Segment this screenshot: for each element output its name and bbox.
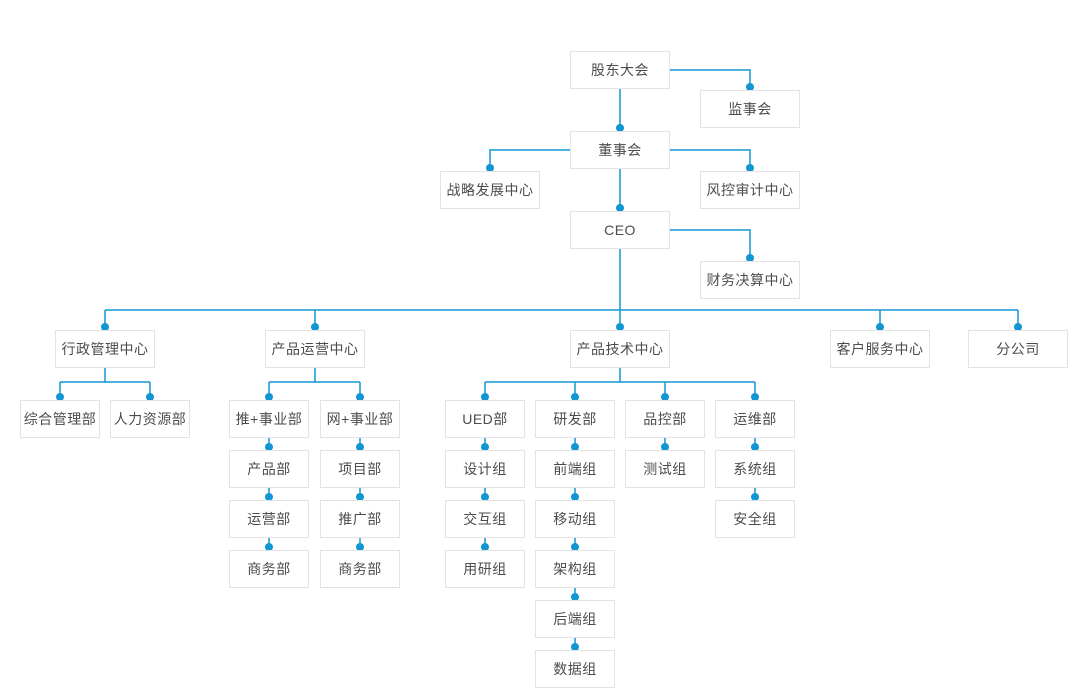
org-node-label: 后端组	[553, 611, 597, 627]
org-node-security-team: 安全组	[715, 500, 795, 538]
org-node-label: 战略发展中心	[446, 182, 534, 198]
org-node-mobile-team: 移动组	[535, 500, 615, 538]
org-node-label: 数据组	[553, 661, 597, 677]
org-node-promotion-dept: 推广部	[320, 500, 400, 538]
org-node-product-dept: 产品部	[229, 450, 309, 488]
org-node-label: 客户服务中心	[836, 341, 924, 357]
org-node-rd-dept: 研发部	[535, 400, 615, 438]
org-node-label: 产品部	[247, 461, 291, 477]
org-node-shareholders-meeting: 股东大会	[570, 51, 670, 89]
org-node-business-dept-2: 商务部	[320, 550, 400, 588]
org-node-operation-dept: 运营部	[229, 500, 309, 538]
org-node-label: 行政管理中心	[61, 341, 149, 357]
org-node-label: 测试组	[643, 461, 687, 477]
org-node-risk-audit-center: 风控审计中心	[700, 171, 800, 209]
org-node-finance-center: 财务决算中心	[700, 261, 800, 299]
org-node-tui-division: 推+事业部	[229, 400, 309, 438]
org-node-label: 财务决算中心	[706, 272, 794, 288]
org-node-label: CEO	[604, 222, 636, 238]
org-node-architecture-team: 架构组	[535, 550, 615, 588]
org-node-board-of-directors: 董事会	[570, 131, 670, 169]
org-node-project-dept: 项目部	[320, 450, 400, 488]
org-node-data-team: 数据组	[535, 650, 615, 688]
org-node-strategy-center: 战略发展中心	[440, 171, 540, 209]
org-node-label: 移动组	[553, 511, 597, 527]
org-node-label: 分公司	[996, 341, 1040, 357]
org-node-supervisory-board: 监事会	[700, 90, 800, 128]
org-node-testing-team: 测试组	[625, 450, 705, 488]
org-node-label: 商务部	[247, 561, 291, 577]
org-node-product-ops-center: 产品运营中心	[265, 330, 365, 368]
org-node-label: 产品运营中心	[271, 341, 359, 357]
org-node-interaction-team: 交互组	[445, 500, 525, 538]
org-node-general-admin-dept: 综合管理部	[20, 400, 100, 438]
org-node-system-team: 系统组	[715, 450, 795, 488]
org-node-user-research-team: 用研组	[445, 550, 525, 588]
org-node-label: 系统组	[733, 461, 777, 477]
org-node-qc-dept: 品控部	[625, 400, 705, 438]
org-node-ceo: CEO	[570, 211, 670, 249]
org-node-frontend-team: 前端组	[535, 450, 615, 488]
org-node-label: 交互组	[463, 511, 507, 527]
org-node-branch-company: 分公司	[968, 330, 1068, 368]
org-node-label: 前端组	[553, 461, 597, 477]
org-node-hr-dept: 人力资源部	[110, 400, 190, 438]
org-node-label: 商务部	[338, 561, 382, 577]
org-node-design-team: 设计组	[445, 450, 525, 488]
org-node-business-dept-1: 商务部	[229, 550, 309, 588]
org-node-ops-maintenance-dept: 运维部	[715, 400, 795, 438]
org-node-label: UED部	[462, 411, 508, 427]
org-node-label: 推+事业部	[235, 411, 303, 427]
org-node-label: 股东大会	[591, 62, 649, 78]
org-node-label: 架构组	[553, 561, 597, 577]
org-node-label: 研发部	[553, 411, 597, 427]
org-node-label: 监事会	[728, 101, 772, 117]
org-node-label: 安全组	[733, 511, 777, 527]
org-node-product-tech-center: 产品技术中心	[570, 330, 670, 368]
org-node-label: 运营部	[247, 511, 291, 527]
org-node-label: 风控审计中心	[706, 182, 794, 198]
org-node-label: 推广部	[338, 511, 382, 527]
org-node-label: 综合管理部	[23, 411, 97, 427]
org-node-label: 人力资源部	[113, 411, 187, 427]
org-node-backend-team: 后端组	[535, 600, 615, 638]
org-node-label: 网+事业部	[326, 411, 394, 427]
org-node-label: 设计组	[463, 461, 507, 477]
org-node-label: 产品技术中心	[576, 341, 664, 357]
org-node-label: 品控部	[643, 411, 687, 427]
org-node-label: 运维部	[733, 411, 777, 427]
org-node-admin-center: 行政管理中心	[55, 330, 155, 368]
org-node-label: 项目部	[338, 461, 382, 477]
org-node-label: 用研组	[463, 561, 507, 577]
org-node-label: 董事会	[598, 142, 642, 158]
org-node-ued-dept: UED部	[445, 400, 525, 438]
org-node-wang-division: 网+事业部	[320, 400, 400, 438]
org-node-customer-service-center: 客户服务中心	[830, 330, 930, 368]
